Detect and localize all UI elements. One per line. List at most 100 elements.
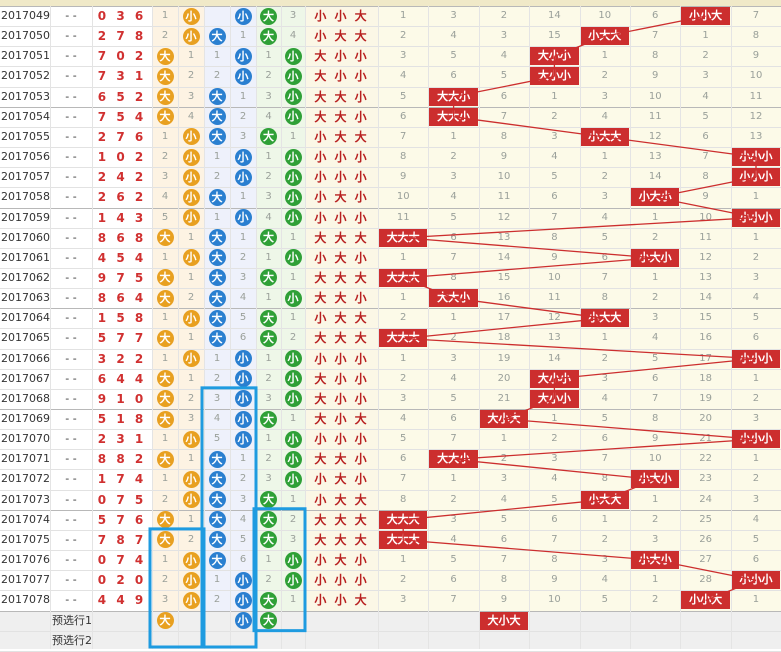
span-miss-count: 6 [500,533,508,545]
miss-count: 4 [239,292,247,304]
issue-number: 2017059 [1,210,50,224]
issue-number: 2017078 [1,593,50,607]
span-miss-count: 1 [752,372,760,384]
small-ball-marker: 小 [234,67,252,85]
span-miss-count: 7 [450,433,457,445]
small-ball-marker: 小 [284,470,302,488]
row-divider [0,308,781,309]
issue-number: 2017063 [1,291,50,305]
miss-count: 3 [239,130,247,142]
issue-number: 2017066 [1,351,50,365]
big-ball-marker: 大 [208,88,226,106]
pattern-hit-tag: 小大大 [580,490,629,509]
span-miss-count: 2 [400,30,407,42]
big-ball-marker: 大 [156,410,174,428]
issue-number: 2017061 [1,250,50,264]
miss-count: 1 [265,352,272,364]
miss-count: 2 [289,513,297,525]
big-small-pattern: 大 小 大 [314,412,369,426]
span-miss-count: 8 [652,50,659,62]
span-miss-count: 1 [652,493,659,505]
span-miss-count: 7 [400,130,407,142]
span-miss-count: 2 [551,433,558,445]
miss-count: 3 [161,171,169,183]
miss-count: 1 [213,352,221,364]
miss-count: 2 [161,151,169,163]
miss-count: 3 [265,473,272,485]
span-miss-count: 1 [652,271,659,283]
span-miss-count: 6 [450,231,457,243]
span-miss-count: 1 [450,312,457,324]
miss-count: 1 [161,10,169,21]
pattern-hit-tag: 大大大 [379,329,428,348]
issue-number: 2017051 [1,49,50,63]
small-ball-marker: 小 [182,148,200,166]
small-ball-marker: 小 [234,410,252,428]
dash-placeholder: - - [65,89,77,103]
big-ball-marker: 大 [208,511,226,529]
span-miss-count: 20 [699,413,712,424]
draw-numbers: 7 8 7 [97,532,147,547]
miss-count: 2 [289,332,297,344]
span-miss-count: 7 [500,110,508,122]
miss-count: 1 [161,433,169,445]
draw-numbers: 0 7 4 [97,553,147,568]
span-miss-count: 27 [699,554,712,566]
row-divider [0,570,781,571]
span-miss-count: 6 [601,433,608,445]
row-divider [0,187,781,188]
span-miss-count: 2 [702,50,709,62]
span-miss-count: 11 [699,231,712,243]
miss-count: 1 [161,554,169,566]
small-ball-marker: 小 [234,350,252,368]
big-small-pattern: 大 小 小 [314,391,369,406]
row-divider [0,510,781,511]
row-divider [0,248,781,249]
draw-numbers: 0 2 0 [97,573,147,588]
miss-count: 1 [289,231,297,243]
miss-count: 4 [265,110,272,122]
big-ball-marker: 大 [260,591,277,609]
big-ball-marker: 大 [260,269,277,287]
miss-count: 2 [187,70,195,82]
small-ball-marker: 小 [234,7,252,25]
big-ball-marker: 大 [260,229,277,247]
span-miss-count: 10 [396,191,410,203]
miss-count: 3 [187,90,195,102]
pattern-hit-tag: 小大小 [631,188,680,207]
small-ball-marker: 小 [284,249,302,267]
span-miss-count: 5 [752,312,760,324]
big-ball-marker: 大 [156,67,174,85]
miss-count: 4 [289,30,297,42]
big-ball-marker: 大 [156,511,174,529]
span-miss-count: 4 [752,292,760,304]
draw-numbers: 0 3 6 [97,9,147,23]
pattern-hit-tag: 小小小 [731,430,781,449]
span-miss-count: 7 [601,271,608,283]
issue-number: 2017052 [1,69,50,83]
pattern-hit-tag: 小大小 [631,248,680,267]
span-miss-count: 1 [752,594,760,606]
span-miss-count: 10 [548,271,561,283]
row-divider [0,26,781,27]
column-divider [731,6,732,649]
span-miss-count: 2 [652,513,659,525]
issue-number: 2017049 [1,9,50,22]
big-small-pattern: 小 大 大 [314,492,369,507]
big-ball-marker: 大 [260,27,277,45]
span-miss-count: 6 [400,110,407,122]
column-divider [305,6,306,649]
span-miss-count: 12 [699,251,712,263]
span-miss-count: 3 [450,10,457,21]
span-miss-count: 1 [601,332,608,344]
span-miss-count: 22 [699,453,712,465]
span-miss-count: 10 [497,171,511,183]
span-miss-count: 6 [652,372,659,384]
big-small-pattern: 小 小 小 [314,432,369,447]
span-miss-count: 1 [652,574,659,586]
big-small-pattern: 小 大 小 [314,553,369,568]
span-miss-count: 5 [702,110,709,122]
miss-count: 3 [265,392,272,404]
pattern-hit-tag: 小小小 [731,208,781,227]
big-ball-marker: 大 [156,269,174,287]
